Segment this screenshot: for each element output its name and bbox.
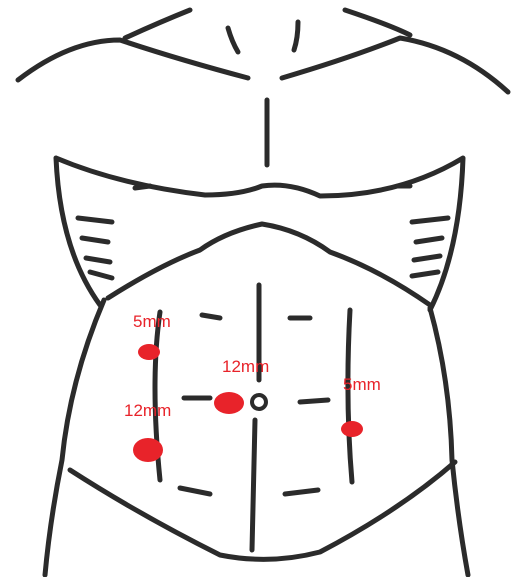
- waist-right: [430, 308, 468, 575]
- port-label-right: 5mm: [343, 376, 381, 393]
- rib-arch: [108, 224, 430, 305]
- clavicle-left: [18, 40, 248, 80]
- port-marker-left-upper: [138, 344, 160, 360]
- serratus-right-4: [412, 272, 438, 276]
- port-marker-left-lower: [133, 438, 163, 462]
- intersection-2-right: [300, 400, 328, 402]
- umbilicus: [252, 395, 266, 409]
- linea-alba-lower: [252, 420, 255, 550]
- neck-line-left: [125, 10, 190, 38]
- port-marker-right: [341, 421, 363, 437]
- serratus-right-2: [416, 238, 442, 242]
- serratus-left-4: [90, 272, 112, 278]
- inguinal-line: [70, 462, 455, 559]
- port-marker-umbilical: [214, 392, 244, 414]
- serratus-left-2: [82, 238, 108, 242]
- intersection-1-left: [202, 315, 220, 318]
- neck-notch-left: [228, 28, 238, 52]
- serratus-right-3: [414, 256, 440, 260]
- port-label-umbilical: 12mm: [222, 358, 269, 375]
- clavicle-right: [282, 38, 508, 92]
- intersection-3-right: [285, 490, 318, 494]
- neck-line-right: [345, 10, 410, 35]
- neck-notch-right: [294, 22, 298, 50]
- serratus-right-1: [412, 218, 448, 222]
- serratus-left-1: [78, 218, 112, 222]
- serratus-left-3: [86, 258, 110, 262]
- waist-left: [45, 300, 104, 575]
- intersection-3-left: [180, 488, 210, 494]
- port-label-left-upper: 5mm: [133, 313, 171, 330]
- port-label-left-lower: 12mm: [124, 402, 171, 419]
- rectus-border-right: [348, 310, 352, 482]
